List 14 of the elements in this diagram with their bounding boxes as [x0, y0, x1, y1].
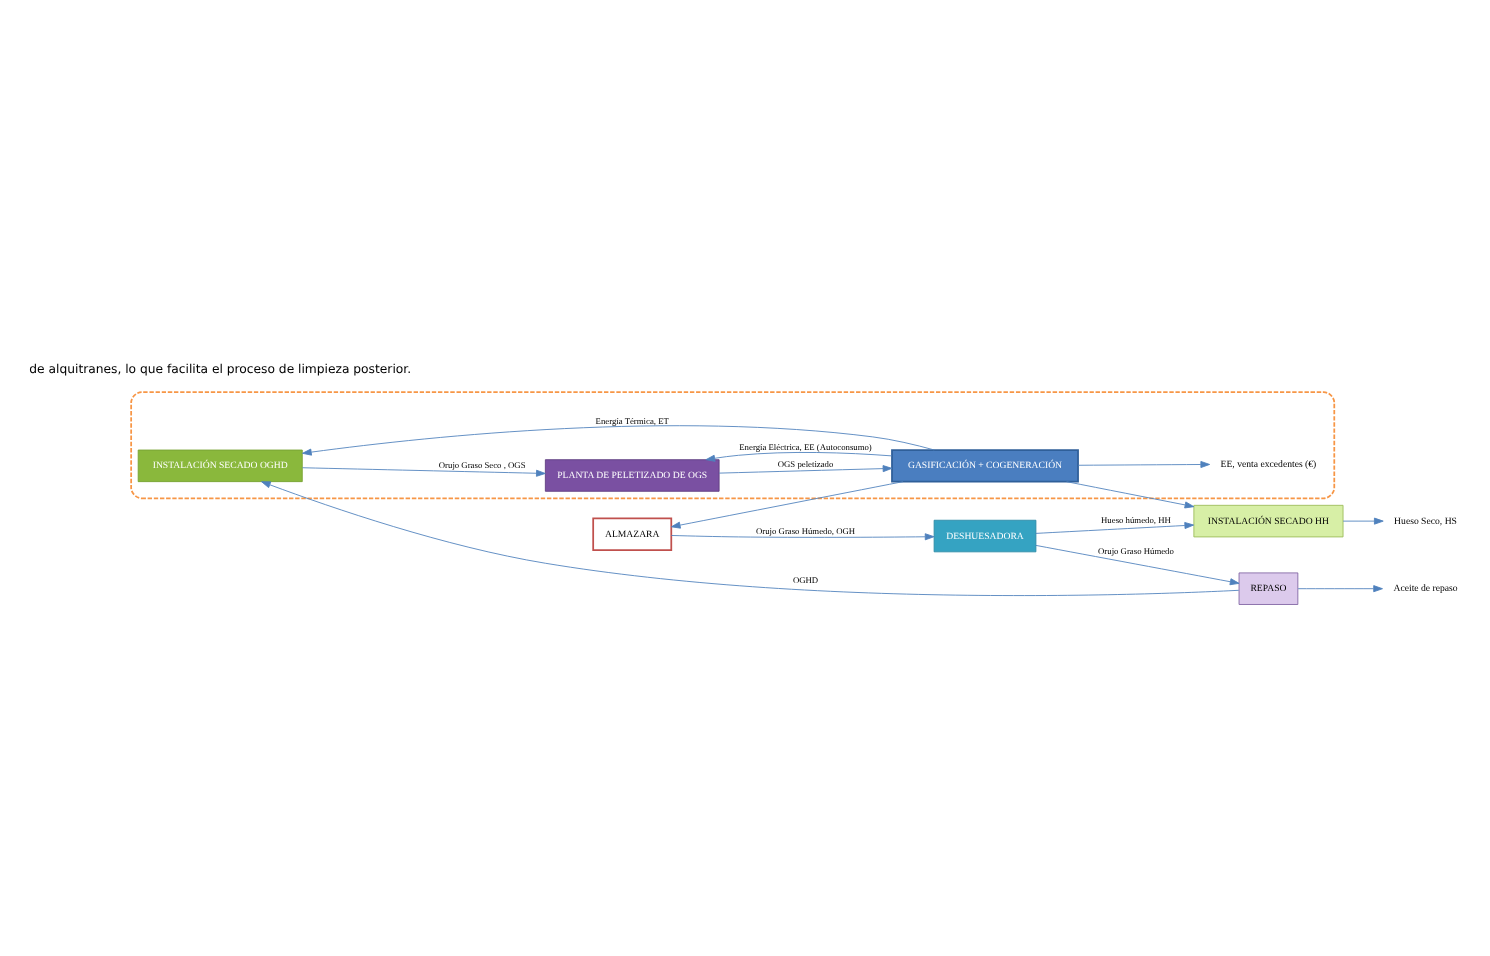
arrow	[1035, 521, 1195, 533]
arrow	[718, 464, 893, 473]
arrow	[670, 480, 904, 528]
cluster	[130, 390, 1336, 499]
arrow	[301, 466, 546, 476]
arrow	[302, 424, 935, 455]
arrow	[261, 480, 1240, 596]
arrow	[1342, 516, 1384, 524]
arrow	[1297, 584, 1383, 592]
arrow	[1035, 543, 1240, 585]
arrow	[1066, 480, 1195, 508]
arrow	[1077, 460, 1211, 467]
arrow	[705, 451, 893, 461]
arrow	[670, 532, 935, 540]
